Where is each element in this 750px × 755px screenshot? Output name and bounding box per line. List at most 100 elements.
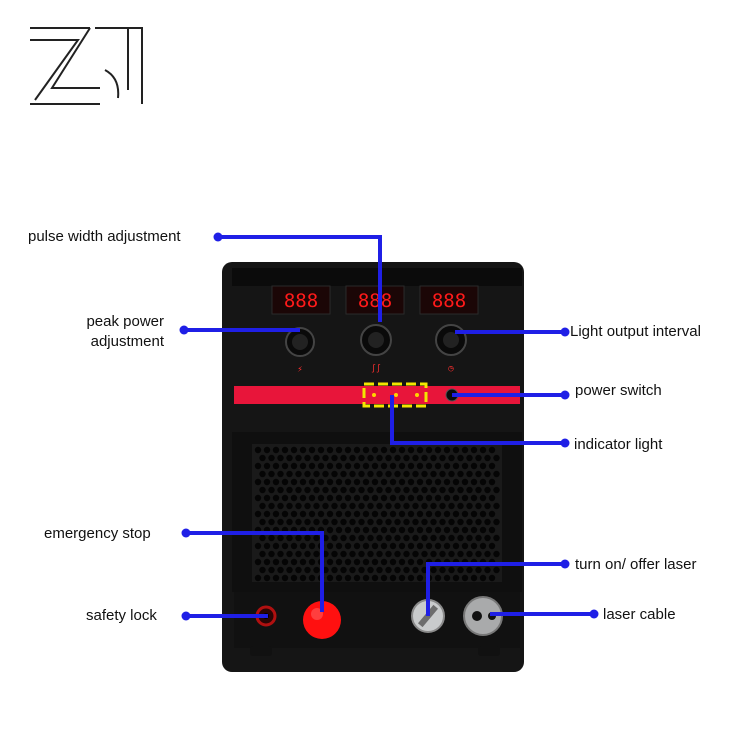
vent-hole	[362, 558, 370, 566]
vent-hole	[479, 446, 487, 454]
vent-hole	[335, 558, 343, 566]
vent-hole	[398, 510, 406, 518]
label-light-output: Light output interval	[570, 323, 701, 340]
vent-hole	[263, 510, 271, 518]
vent-hole	[439, 486, 446, 494]
vent-hole	[403, 470, 410, 478]
vent-hole	[412, 518, 419, 526]
vent-hole	[461, 510, 469, 518]
vent-hole	[299, 558, 307, 566]
vent-hole	[331, 486, 338, 494]
laser-cable-port[interactable]	[463, 596, 503, 636]
vent-hole	[344, 446, 352, 454]
vent-hole	[398, 542, 406, 550]
vent-hole	[416, 494, 424, 502]
vent-hole	[452, 462, 460, 470]
vent-hole	[439, 566, 446, 574]
vent-hole	[398, 478, 406, 486]
vent-hole	[299, 462, 307, 470]
vent-hole	[385, 486, 392, 494]
vent-hole	[313, 518, 320, 526]
vent-hole	[344, 526, 352, 534]
vent-hole	[254, 494, 262, 502]
vent-hole	[443, 494, 451, 502]
vent-hole	[358, 566, 365, 574]
vent-hole	[398, 558, 406, 566]
vent-hole	[277, 534, 284, 542]
vent-hole	[430, 550, 437, 558]
callout-emergency-stop	[186, 531, 324, 612]
logo-mark	[30, 27, 143, 105]
vent-hole	[385, 534, 392, 542]
vent-hole	[493, 550, 500, 558]
vent-hole	[367, 534, 374, 542]
vent-hole	[470, 462, 478, 470]
vent-hole	[326, 510, 334, 518]
label-peak-power: peak power adjustment	[86, 313, 164, 350]
vent-hole	[488, 526, 496, 534]
vent-hole	[385, 454, 392, 462]
vent-hole	[389, 526, 397, 534]
vent-hole	[362, 542, 370, 550]
vent-hole	[403, 454, 410, 462]
vent-hole	[326, 574, 334, 582]
vent-hole	[322, 486, 329, 494]
vent-hole	[340, 518, 347, 526]
vent-hole	[398, 526, 406, 534]
vent-hole	[254, 558, 262, 566]
vent-hole	[371, 494, 379, 502]
vent-hole	[466, 454, 473, 462]
vent-hole	[344, 574, 352, 582]
vent-hole	[380, 558, 388, 566]
vent-hole	[421, 518, 428, 526]
vent-hole	[281, 478, 289, 486]
knob-pulse-width[interactable]: ∫∫	[360, 324, 392, 373]
vent-hole	[304, 550, 311, 558]
vent-hole	[295, 486, 302, 494]
vent-hole	[371, 478, 379, 486]
vent-hole	[434, 446, 442, 454]
vent-hole	[412, 470, 419, 478]
vent-hole	[353, 526, 361, 534]
vent-hole	[425, 526, 433, 534]
vent-hole	[263, 558, 271, 566]
vent-hole	[407, 478, 415, 486]
vent-hole	[358, 550, 365, 558]
vent-hole	[331, 502, 338, 510]
vent-hole	[340, 502, 347, 510]
vent-hole	[479, 462, 487, 470]
vent-hole	[461, 574, 469, 582]
vent-hole	[488, 494, 496, 502]
vent-hole	[349, 454, 356, 462]
vent-hole	[277, 502, 284, 510]
vent-hole	[385, 470, 392, 478]
label-power-switch: power switch	[575, 382, 662, 399]
knob-peak-power[interactable]: ⚡	[285, 327, 315, 375]
vent-hole	[362, 494, 370, 502]
vent-hole	[290, 542, 298, 550]
vent-hole	[493, 470, 500, 478]
vent-hole	[389, 462, 397, 470]
vent-hole	[277, 470, 284, 478]
vent-hole	[295, 502, 302, 510]
vent-hole	[353, 462, 361, 470]
vent-hole	[376, 502, 383, 510]
indicator-lights	[372, 393, 419, 397]
vent-hole	[254, 574, 262, 582]
label-laser-cable: laser cable	[603, 606, 676, 623]
vent-hole	[304, 534, 311, 542]
vent-hole	[425, 542, 433, 550]
vent-hole	[277, 566, 284, 574]
vent-hole	[358, 486, 365, 494]
vent-hole	[484, 486, 491, 494]
vent-hole	[371, 462, 379, 470]
vent-hole	[430, 454, 437, 462]
vent-hole	[430, 534, 437, 542]
vent-hole	[281, 558, 289, 566]
vent-hole	[281, 542, 289, 550]
vent-hole	[263, 478, 271, 486]
vent-hole	[394, 518, 401, 526]
display-left-text: 888	[284, 290, 318, 312]
vent-hole	[448, 534, 455, 542]
vent-hole	[349, 566, 356, 574]
